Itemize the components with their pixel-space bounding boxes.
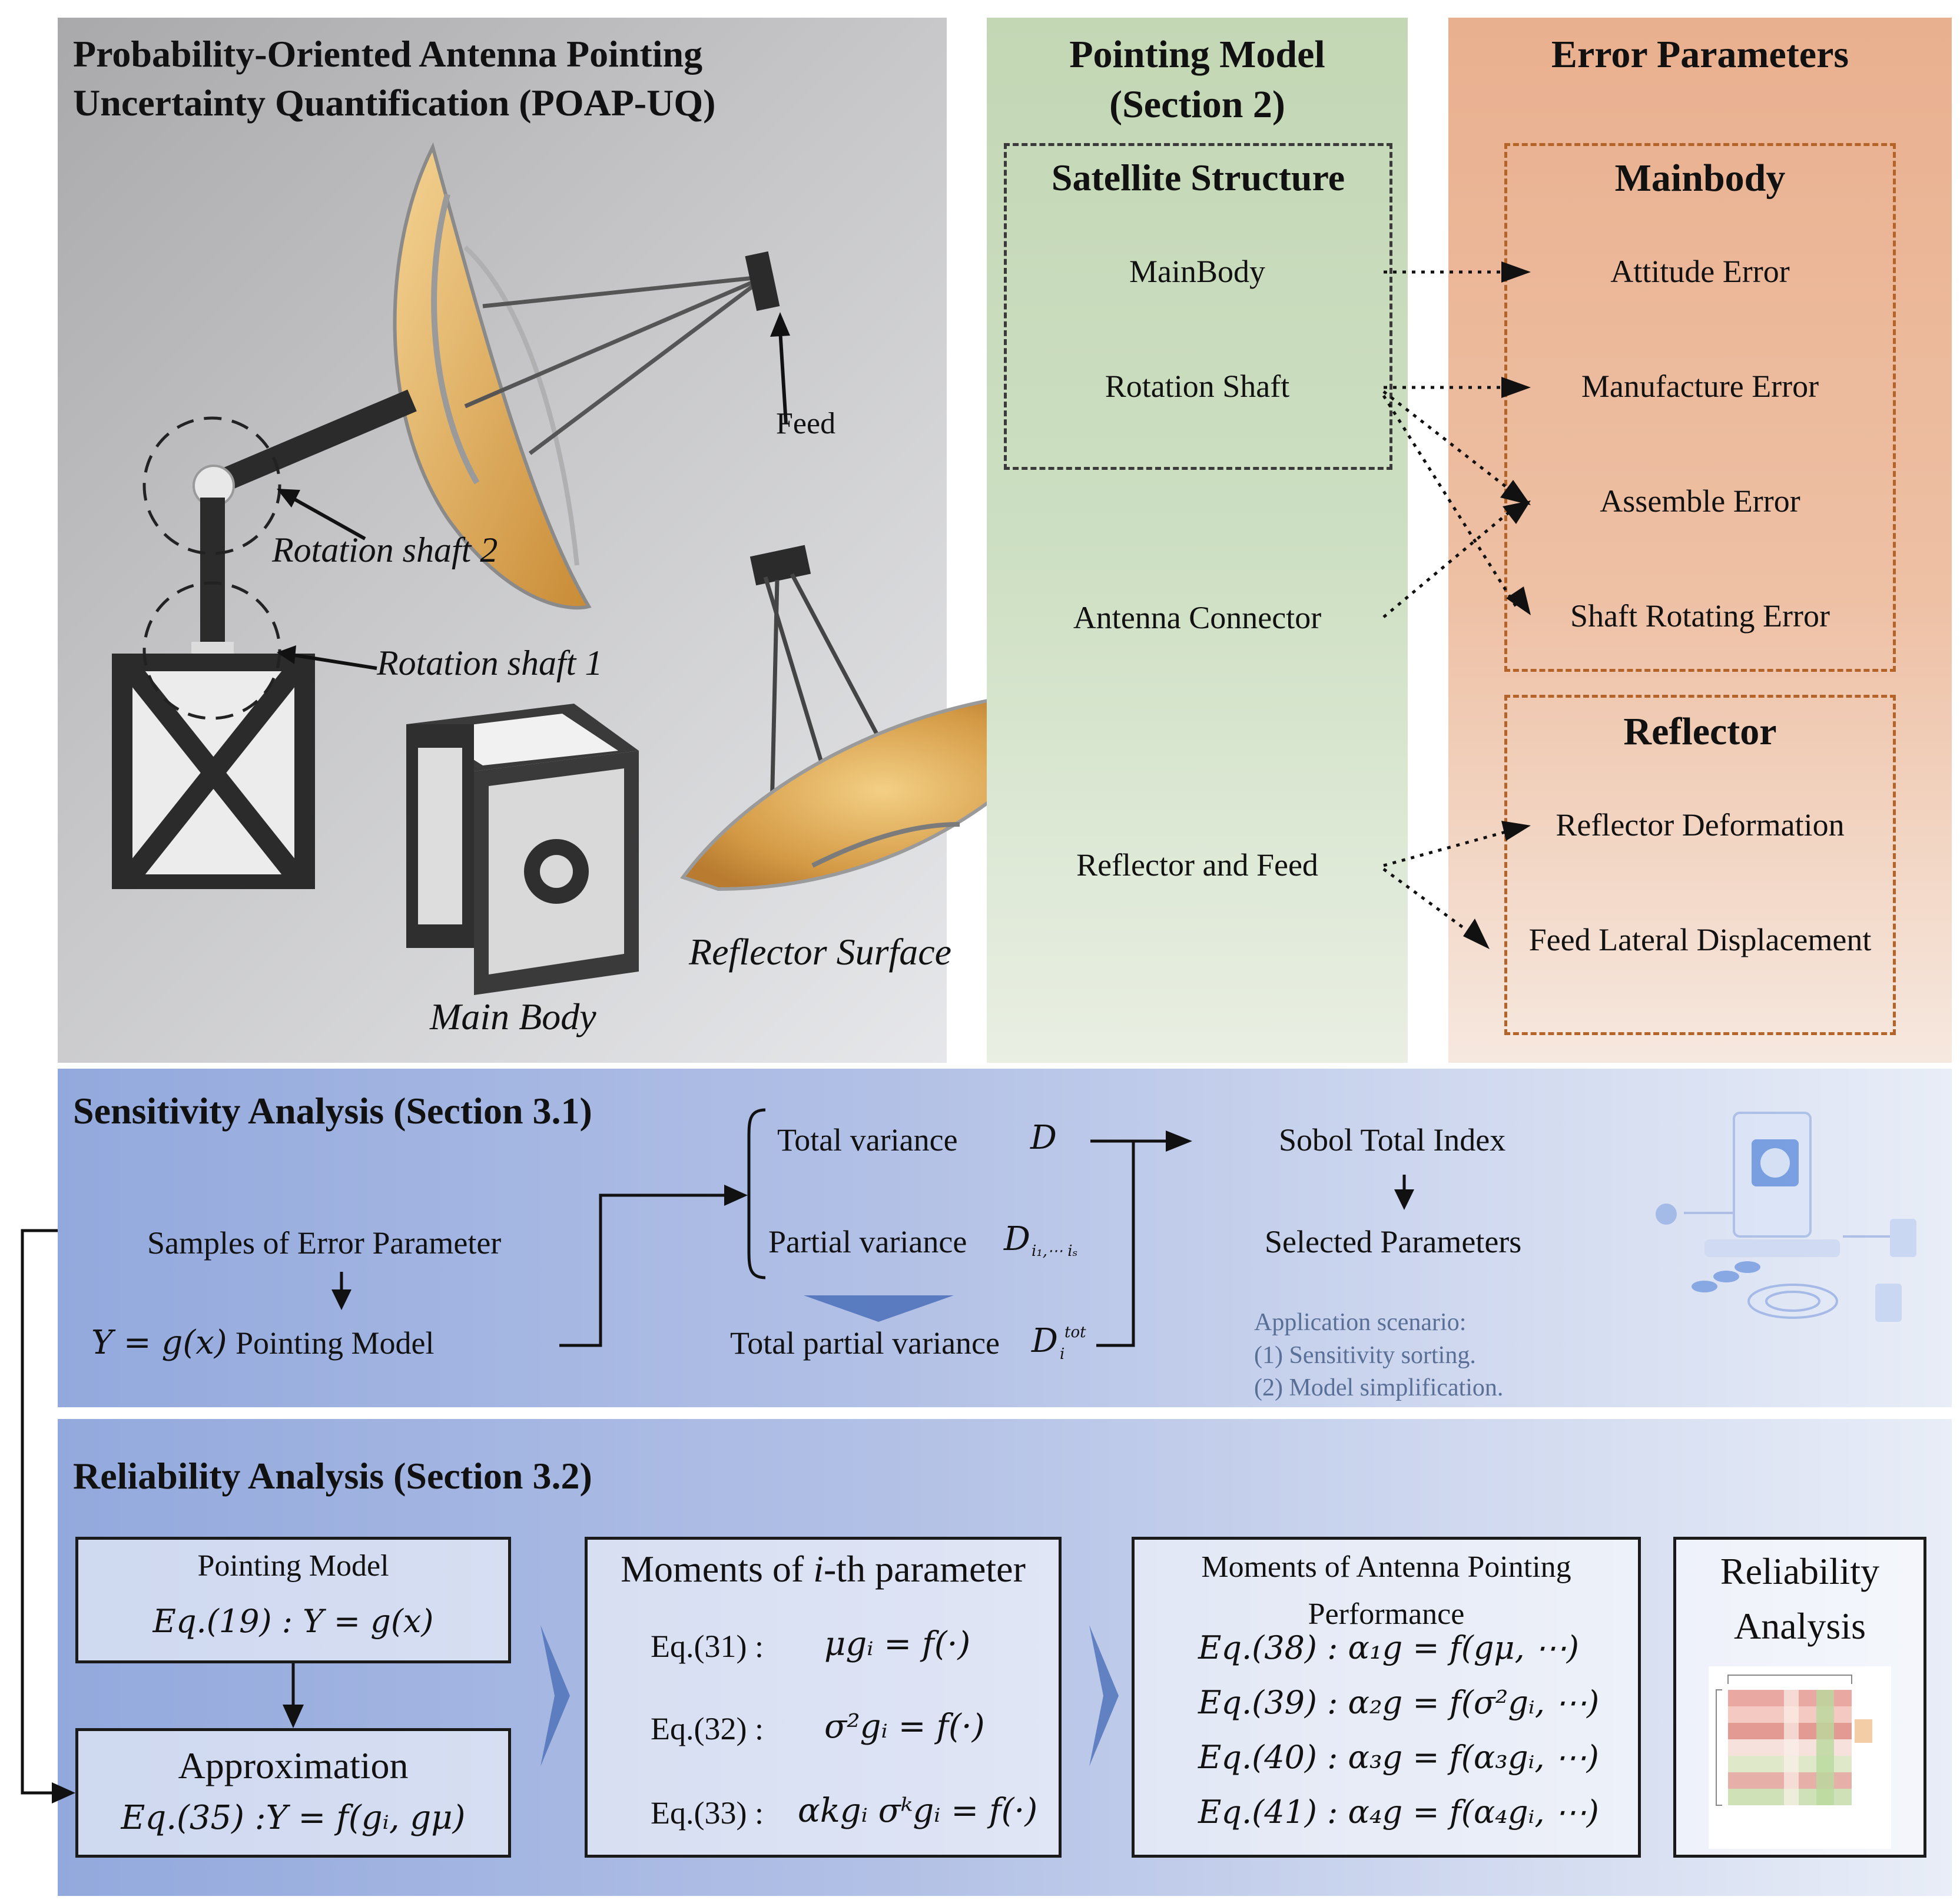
deployed-antenna-illustration — [112, 142, 790, 889]
feed-label: Feed — [776, 407, 836, 440]
pointing-model-title-line1: Pointing Model — [1069, 33, 1325, 76]
pointing-model-box-title: Pointing Model — [197, 1549, 389, 1583]
reflector-error-title: Reflector — [1623, 710, 1777, 753]
mainbody-error-box — [1504, 143, 1896, 672]
reflector-and-feed-item: Reflector and Feed — [1076, 847, 1318, 883]
moments-performance-title-line2: Performance — [1308, 1597, 1465, 1631]
sensitivity-title: Sensitivity Analysis (Section 3.1) — [73, 1090, 592, 1132]
total-variance-symbol: D — [1030, 1119, 1057, 1157]
total-partial-variance-label: Total partial variance — [730, 1325, 1000, 1361]
poap-title-line2: Uncertainty Quantification (POAP-UQ) — [73, 82, 716, 124]
satellite-structure-box — [1004, 143, 1392, 470]
eq38-expression: Eq.(38) : α₁g = f(gμ, ⋯) — [1198, 1629, 1579, 1666]
moments-parameter-box — [585, 1537, 1062, 1858]
reliability-analysis-title-line1: Reliability — [1720, 1550, 1880, 1592]
eq40-expression: Eq.(40) : α₃g = f(α₃gᵢ, ⋯) — [1198, 1739, 1599, 1776]
attitude-error-item: Attitude Error — [1610, 254, 1790, 289]
moments-performance-title-line1: Moments of Antenna Pointing — [1201, 1550, 1571, 1584]
main-body-label: Main Body — [430, 996, 596, 1037]
error-parameters-panel — [1448, 18, 1952, 1063]
rotation-shaft-1-label: Rotation shaft 1 — [377, 644, 603, 682]
reflector-dish-illustration — [680, 545, 1086, 891]
application-scenario-title: Application scenario: — [1254, 1309, 1467, 1336]
reflector-error-box — [1504, 695, 1896, 1035]
approximation-box — [75, 1728, 511, 1858]
antenna-connector-item: Antenna Connector — [1073, 600, 1322, 635]
reflector-deformation-item: Reflector Deformation — [1556, 807, 1845, 843]
approximation-box-equation: Eq.(35) :Y = f(gᵢ, gμ) — [121, 1799, 466, 1837]
total-variance-label: Total variance — [777, 1122, 958, 1158]
reliability-analysis-title-line2: Analysis — [1734, 1605, 1866, 1647]
mainbody-error-title: Mainbody — [1614, 157, 1786, 200]
partial-variance-subscript: i₁,⋯ iₛ — [1032, 1242, 1078, 1260]
poap-title-line1: Probability-Oriented Antenna Pointing — [73, 33, 703, 75]
assemble-error-item: Assemble Error — [1600, 483, 1800, 519]
pointing-model-title-line2: (Section 2) — [1109, 83, 1285, 126]
eq33-label: Eq.(33) : — [651, 1795, 764, 1831]
moments-performance-box — [1132, 1537, 1641, 1858]
total-partial-variance-symbol: D — [1032, 1322, 1058, 1360]
pointing-model-label: Pointing Model — [236, 1325, 435, 1361]
partial-variance-symbol: D — [1004, 1220, 1030, 1258]
eq31-label: Eq.(31) : — [651, 1629, 764, 1664]
total-partial-variance-superscript: tot — [1064, 1324, 1086, 1341]
feed-lateral-displacement-item: Feed Lateral Displacement — [1528, 922, 1872, 957]
pointing-model-panel — [987, 18, 1408, 1063]
eq32-label: Eq.(32) : — [651, 1711, 764, 1746]
shaft-rotating-error-item: Shaft Rotating Error — [1570, 598, 1830, 634]
rotation-shaft-item: Rotation Shaft — [1105, 369, 1290, 404]
reliability-title: Reliability Analysis (Section 3.2) — [73, 1455, 592, 1497]
mainbody-item: MainBody — [1129, 254, 1265, 289]
eq32-expression: σ²gᵢ = f(·) — [824, 1708, 985, 1746]
moments-parameter-title-pre: Moments of — [621, 1548, 814, 1590]
error-parameters-title: Error Parameters — [1551, 33, 1849, 76]
moments-parameter-title-post: -th parameter — [823, 1548, 1026, 1590]
approximation-box-title: Approximation — [178, 1745, 409, 1786]
moments-parameter-title-i: i — [813, 1548, 824, 1590]
satellite-structure-title: Satellite Structure — [1051, 157, 1345, 198]
partial-variance-label: Partial variance — [768, 1224, 967, 1259]
cubesat-frame-illustration — [406, 704, 639, 995]
manufacture-error-item: Manufacture Error — [1581, 369, 1819, 404]
eq31-expression: μgᵢ = f(·) — [824, 1625, 971, 1663]
samples-label: Samples of Error Parameter — [147, 1225, 502, 1261]
pointing-model-box — [75, 1537, 511, 1663]
moments-parameter-title: Moments of i-th parameter — [585, 1547, 1062, 1591]
reflector-surface-label: Reflector Surface — [689, 931, 952, 973]
pointing-model-equation: Y = g(x) — [91, 1324, 227, 1362]
application-scenario-2: (2) Model simplification. — [1254, 1374, 1504, 1401]
eq41-expression: Eq.(41) : α₄g = f(α₄gᵢ, ⋯) — [1198, 1793, 1599, 1831]
pointing-model-box-equation: Eq.(19) : Y = g(x) — [152, 1603, 434, 1640]
sensitivity-panel — [58, 1069, 1952, 1407]
total-partial-variance-subscript: i — [1060, 1345, 1065, 1363]
eq39-expression: Eq.(39) : α₂g = f(σ²gᵢ, ⋯) — [1198, 1684, 1600, 1721]
application-scenario-1: (1) Sensitivity sorting. — [1254, 1342, 1476, 1369]
rotation-shaft-2-label: Rotation shaft 2 — [272, 531, 498, 569]
sobol-total-index: Sobol Total Index — [1279, 1122, 1506, 1158]
selected-parameters: Selected Parameters — [1265, 1224, 1522, 1259]
eq33-expression: αkgᵢ σᵏgᵢ = f(·) — [798, 1792, 1038, 1830]
